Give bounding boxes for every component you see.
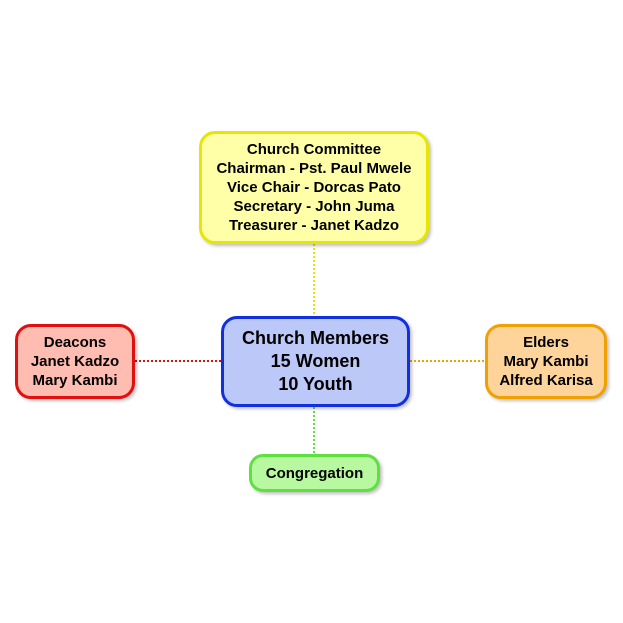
- members-title: Church Members: [241, 328, 390, 348]
- elders-member-1: Mary Kambi: [503, 353, 589, 370]
- church-committee-node[interactable]: Church Committee Chairman - Pst. Paul Mw…: [199, 131, 429, 244]
- committee-title: Church Committee: [246, 141, 382, 158]
- elders-node[interactable]: Elders Mary Kambi Alfred Karisa: [485, 324, 607, 399]
- deacons-member-1: Janet Kadzo: [30, 353, 120, 370]
- committee-secretary: Secretary - John Juma: [233, 198, 395, 215]
- members-youth: 10 Youth: [278, 374, 353, 394]
- congregation-node[interactable]: Congregation: [249, 454, 380, 492]
- committee-chairman: Chairman - Pst. Paul Mwele: [216, 160, 412, 177]
- deacons-title: Deacons: [43, 334, 107, 351]
- congregation-title: Congregation: [265, 464, 364, 482]
- elders-title: Elders: [523, 334, 569, 351]
- deacons-member-2: Mary Kambi: [32, 372, 118, 389]
- elders-member-2: Alfred Karisa: [499, 372, 593, 389]
- deacons-node[interactable]: Deacons Janet Kadzo Mary Kambi: [15, 324, 135, 399]
- committee-treasurer: Treasurer - Janet Kadzo: [228, 217, 400, 234]
- committee-vice-chair: Vice Chair - Dorcas Pato: [227, 179, 401, 196]
- members-women: 15 Women: [270, 351, 361, 371]
- church-members-node[interactable]: Church Members 15 Women 10 Youth: [221, 316, 410, 407]
